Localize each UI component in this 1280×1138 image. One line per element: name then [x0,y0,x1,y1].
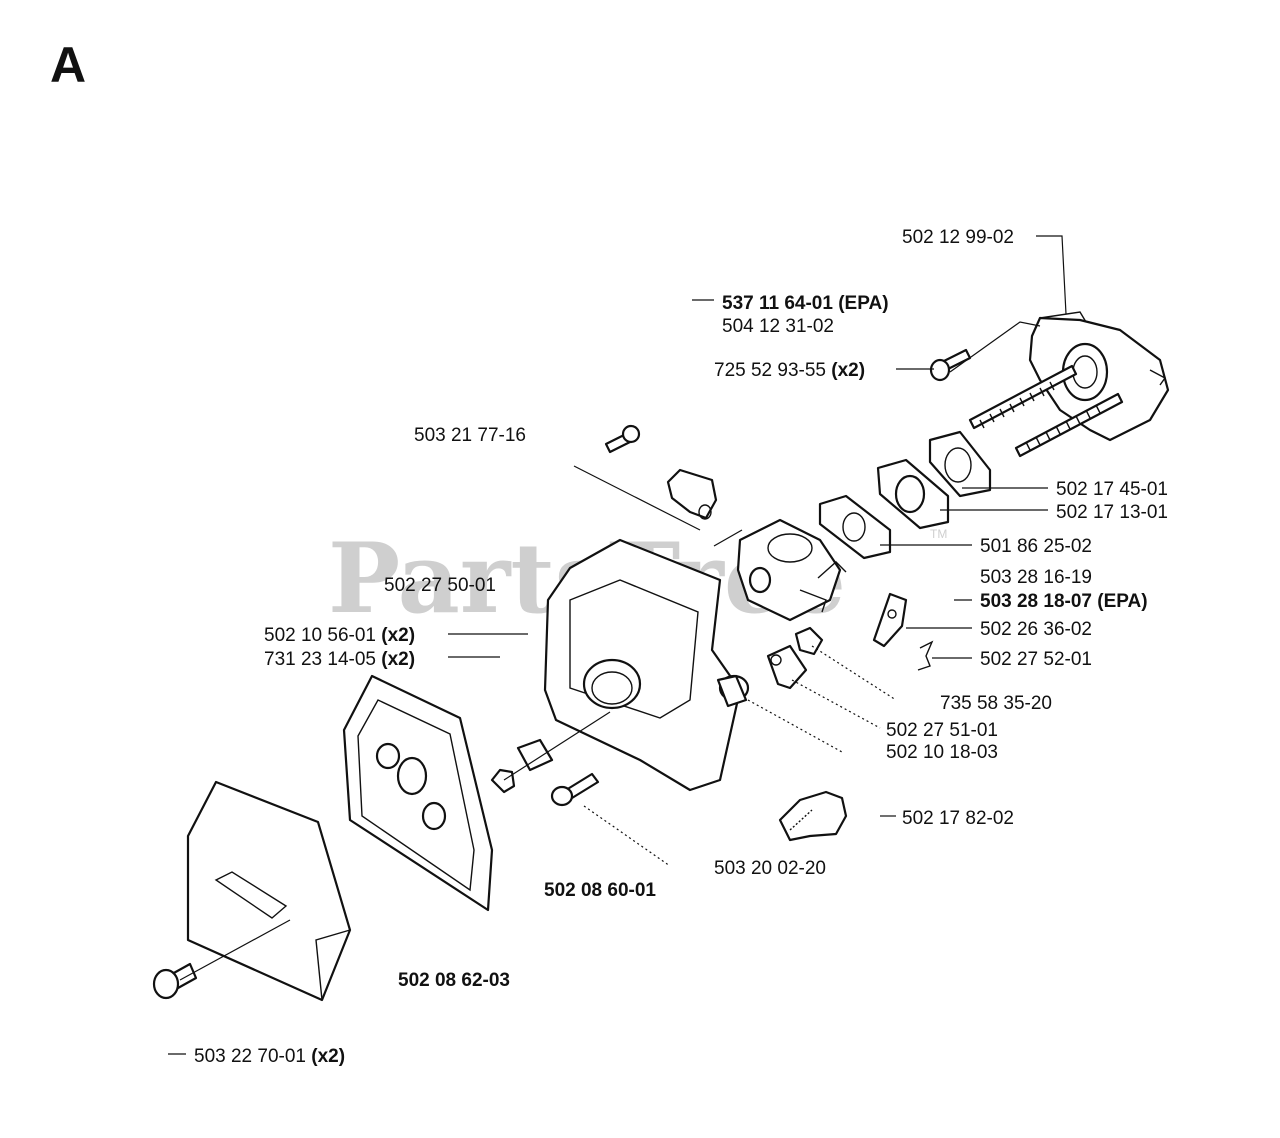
carburetor-part [736,518,847,622]
label-502-27-52-01: 502 27 52-01 [980,649,1092,670]
label-503-22-70-01: 503 22 70-01 (x2) [194,1046,345,1067]
section-letter: A [50,37,86,93]
choke-bracket-part [666,468,718,520]
carb-gasket-part [818,494,892,560]
spacer-part [516,674,750,772]
stud-bolts-part [968,364,1124,458]
label-502-26-36-02: 502 26 36-02 [980,619,1092,640]
label-503-20-02-20: 503 20 02-20 [714,858,826,879]
label-502-10-18-03: 502 10 18-03 [886,742,998,763]
leader-lines [168,235,1067,1055]
gasket-part [928,430,992,498]
label-502-17-13-01: 502 17 13-01 [1056,502,1168,523]
label-731-23-14-05: 731 23 14-05 (x2) [264,649,415,670]
label-502-12-99-02: 502 12 99-02 [902,227,1014,248]
watermark-tm: TM [930,527,947,541]
label-503-21-77-16: 503 21 77-16 [414,425,526,446]
lever-part [872,592,908,648]
label-537-11-64-01: 537 11 64-01 (EPA) [722,293,889,314]
label-503-28-16-19: 503 28 16-19 [980,567,1092,588]
nut-part [490,626,824,794]
label-501-86-25-02: 501 86 25-02 [980,536,1092,557]
label-735-58-35-20: 735 58 35-20 [940,693,1052,714]
top-screw-part [604,424,641,454]
label-502-27-51-01: 502 27 51-01 [886,720,998,741]
filter-cover-part [186,780,352,1002]
part-labels: 502 12 99-02 537 11 64-01 (EPA) 504 12 3… [194,227,1168,1067]
screw-part [929,348,972,382]
clip-part [917,640,934,671]
intake-adapter-part [1028,311,1170,442]
label-503-28-18-07: 503 28 18-07 (EPA) [980,591,1148,612]
air-filter-housing-part [543,538,742,792]
cover-screw-part [152,962,198,1000]
label-502-27-50-01: 502 27 50-01 [384,575,496,596]
label-502-10-56-01: 502 10 56-01 (x2) [264,625,415,646]
air-filter-part [342,674,494,912]
insulator-part [876,458,950,530]
label-502-17-82-02: 502 17 82-02 [902,808,1014,829]
label-502-17-45-01: 502 17 45-01 [1056,479,1168,500]
label-504-12-31-02: 504 12 31-02 [722,316,834,337]
label-502-08-60-01: 502 08 60-01 [544,880,656,901]
label-502-08-62-03: 502 08 62-03 [398,970,510,991]
knob-part [778,790,848,842]
filter-screw-part [550,772,600,807]
plate-part [766,644,808,690]
label-725-52-93-55: 725 52 93-55 (x2) [714,360,865,381]
